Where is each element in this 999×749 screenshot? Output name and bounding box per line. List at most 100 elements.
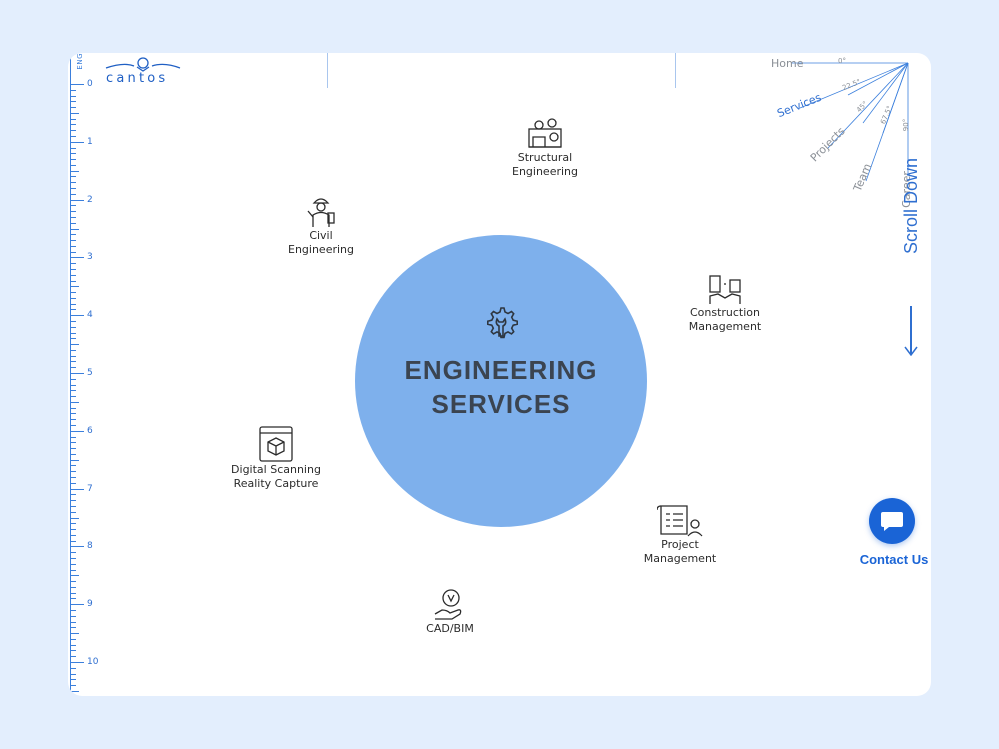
ruler-tick xyxy=(70,170,79,172)
ruler-tick xyxy=(70,494,76,496)
ruler-tick xyxy=(70,193,76,195)
3d-scan-icon xyxy=(259,426,293,462)
ruler-tick xyxy=(70,124,76,126)
ruler-tick xyxy=(70,320,76,322)
service-label: Engineering xyxy=(288,243,354,256)
ruler-tick xyxy=(70,482,76,484)
ruler-tick xyxy=(70,292,76,294)
structural-engineering-icon xyxy=(528,118,562,148)
hero-title-line1: ENGINEERING xyxy=(404,355,598,385)
ruler-tick xyxy=(70,205,76,207)
contact-us-link[interactable]: Contact Us xyxy=(859,552,929,567)
ruler-tick xyxy=(70,257,84,259)
service-label: Reality Capture xyxy=(233,477,319,490)
ruler-tick xyxy=(70,586,76,588)
ruler-tick xyxy=(70,615,76,617)
ruler-tick xyxy=(70,355,76,357)
ruler-tick xyxy=(70,569,76,571)
ruler-tick xyxy=(70,297,76,299)
ruler-tick xyxy=(70,540,76,542)
logo-text[interactable]: cantos xyxy=(106,71,169,86)
ruler-tick xyxy=(70,303,76,305)
ruler-tick xyxy=(70,130,76,132)
ruler-tick xyxy=(70,309,76,311)
ruler-tick xyxy=(70,136,76,138)
divider-line xyxy=(675,53,676,88)
arrow-head-icon xyxy=(904,346,918,356)
ruler-tick xyxy=(70,662,84,663)
service-label: Structural xyxy=(517,151,573,164)
service-label: Digital Scanning xyxy=(231,463,321,476)
ruler-tick xyxy=(70,575,79,577)
service-label: Project xyxy=(661,538,699,551)
ruler-top-label: ENG xyxy=(76,53,84,70)
ruler-tick xyxy=(70,604,84,606)
ruler-tick xyxy=(70,453,76,455)
ruler-number: 4 xyxy=(87,310,93,321)
ruler-tick xyxy=(70,315,84,317)
ruler-tick xyxy=(70,338,76,340)
engineering-services-circle xyxy=(355,235,647,527)
ruler-tick xyxy=(70,552,76,554)
ruler-tick xyxy=(70,211,76,213)
ruler-tick xyxy=(70,627,76,629)
ruler-tick xyxy=(70,147,76,149)
ruler-tick xyxy=(70,153,76,155)
ruler-tick xyxy=(70,396,76,398)
ruler-tick xyxy=(70,280,76,282)
ruler-tick xyxy=(70,690,79,692)
ruler-tick xyxy=(70,546,84,548)
service-digital-scanning[interactable]: Digital Scanning Reality Capture xyxy=(226,425,326,491)
scroll-down-label[interactable]: Scroll Down xyxy=(901,158,921,255)
ruler-number: 9 xyxy=(87,599,93,610)
ruler-tick xyxy=(70,430,84,432)
construction-management-icon xyxy=(709,275,741,304)
service-label: Construction xyxy=(689,306,761,319)
ruler-tick xyxy=(70,633,79,635)
ruler-tick xyxy=(70,563,76,565)
hero-title-line2: SERVICES xyxy=(431,389,571,419)
project-management-icon xyxy=(657,505,703,537)
ruler-number: 6 xyxy=(87,425,93,436)
cantos-logo-mark[interactable] xyxy=(104,56,184,90)
ruler-tick xyxy=(70,332,76,334)
service-civil-engineering[interactable]: Civil Engineering xyxy=(276,193,366,257)
ruler-tick xyxy=(70,390,76,392)
ruler-tick xyxy=(70,685,76,687)
ruler-tick xyxy=(70,465,76,467)
ruler-tick xyxy=(70,141,84,143)
scroll-down-arrow-icon[interactable] xyxy=(910,306,912,354)
ruler-tick xyxy=(70,505,76,507)
nav-item-home[interactable]: Home xyxy=(771,57,804,70)
ruler-tick xyxy=(70,436,76,438)
service-project-management[interactable]: Project Management xyxy=(635,502,725,566)
gear-wrench-icon xyxy=(487,307,518,339)
ruler-number: 0 xyxy=(87,79,93,89)
service-label: Management xyxy=(643,552,717,565)
service-label: CAD/BIM xyxy=(426,622,474,635)
ruler-tick xyxy=(70,95,76,97)
ruler-tick xyxy=(70,517,79,519)
ruler-number: 3 xyxy=(87,252,93,263)
cad-bim-icon xyxy=(434,589,462,620)
ruler-tick xyxy=(70,534,76,536)
ruler-tick xyxy=(70,216,76,218)
ruler-tick xyxy=(70,581,76,583)
service-cad-bim[interactable]: CAD/BIM xyxy=(405,586,495,636)
service-structural-engineering[interactable]: Structural Engineering xyxy=(500,115,590,179)
ruler-tick xyxy=(70,679,76,681)
ruler-tick xyxy=(70,118,76,120)
ruler-tick xyxy=(70,448,76,450)
service-label: Management xyxy=(688,320,762,333)
ruler-tick xyxy=(70,609,76,611)
ruler-tick xyxy=(70,407,76,409)
ruler-tick xyxy=(70,199,84,201)
divider-line xyxy=(327,53,328,88)
service-construction-management[interactable]: Construction Management xyxy=(680,270,770,334)
ruler-tick xyxy=(70,344,79,346)
chat-button[interactable] xyxy=(869,498,915,544)
hero-title: ENGINEERING SERVICES xyxy=(355,353,647,421)
ruler-tick xyxy=(70,268,76,270)
